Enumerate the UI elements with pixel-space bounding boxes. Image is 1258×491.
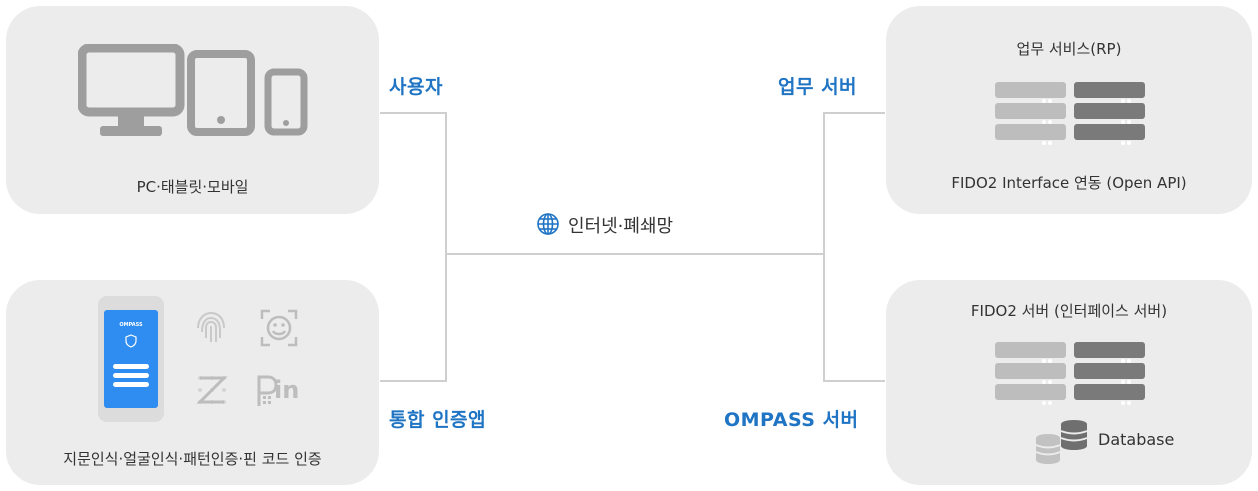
server-unit bbox=[995, 103, 1066, 124]
auth-app-caption: 지문인식·얼굴인식·패턴인증·핀 코드 인증 bbox=[63, 450, 322, 468]
phone-input-1 bbox=[113, 364, 149, 369]
business-server-connector bbox=[823, 112, 885, 254]
server-unit bbox=[1074, 103, 1145, 124]
pattern-icon bbox=[196, 376, 228, 404]
server-unit bbox=[995, 342, 1066, 363]
pin-letters: in bbox=[274, 376, 300, 404]
business-server-caption: FIDO2 Interface 연동 (Open API) bbox=[951, 174, 1187, 192]
ompass-server-title: FIDO2 서버 (인터페이스 서버) bbox=[970, 302, 1168, 320]
ompass-server-card: FIDO2 서버 (인터페이스 서버) Database bbox=[886, 280, 1252, 485]
user-connector bbox=[380, 112, 447, 254]
phone-mockup: OMPASS bbox=[98, 296, 164, 422]
server-rack-icon bbox=[995, 82, 1145, 145]
server-unit bbox=[1074, 342, 1145, 363]
phone-screen: OMPASS bbox=[104, 310, 158, 408]
phone-input-2 bbox=[113, 373, 149, 378]
server-unit bbox=[995, 384, 1066, 405]
shield-icon bbox=[125, 334, 137, 348]
pin-letter-p bbox=[257, 375, 278, 406]
database-label: Database bbox=[1098, 430, 1175, 449]
server-unit bbox=[1074, 124, 1145, 145]
business-server-label: 업무 서버 bbox=[778, 76, 858, 98]
business-server-card: 업무 서비스(RP) FIDO2 Interface 연동 (Open API) bbox=[886, 6, 1252, 214]
server-unit bbox=[995, 82, 1066, 103]
phone-input-3 bbox=[113, 382, 149, 387]
user-label: 사용자 bbox=[389, 76, 443, 98]
server-unit bbox=[1074, 384, 1145, 405]
business-server-title: 업무 서비스(RP) bbox=[1016, 40, 1122, 58]
user-device-caption: PC·태블릿·모바일 bbox=[136, 178, 249, 196]
ompass-server-label: OMPASS 서버 bbox=[724, 409, 859, 431]
network-label: 인터넷·폐쇄망 bbox=[568, 216, 674, 237]
face-recognition-icon bbox=[260, 309, 298, 347]
server-rack-icon bbox=[995, 342, 1145, 405]
ompass-server-connector bbox=[823, 254, 885, 382]
server-unit bbox=[995, 363, 1066, 384]
server-unit bbox=[1074, 363, 1145, 384]
auth-app-label: 통합 인증앱 bbox=[389, 409, 487, 431]
phone-brand-text: OMPASS bbox=[119, 322, 143, 328]
server-unit bbox=[995, 124, 1066, 145]
globe-icon bbox=[537, 213, 559, 235]
database-icon bbox=[1035, 420, 1088, 464]
auth-app-card: OMPASS bbox=[6, 280, 379, 485]
user-device-card: PC·태블릿·모바일 bbox=[6, 6, 379, 214]
pin-icon: in bbox=[256, 372, 316, 412]
auth-app-connector bbox=[380, 254, 447, 382]
fingerprint-icon bbox=[197, 311, 225, 342]
server-unit bbox=[1074, 82, 1145, 103]
devices-icon bbox=[78, 44, 308, 136]
